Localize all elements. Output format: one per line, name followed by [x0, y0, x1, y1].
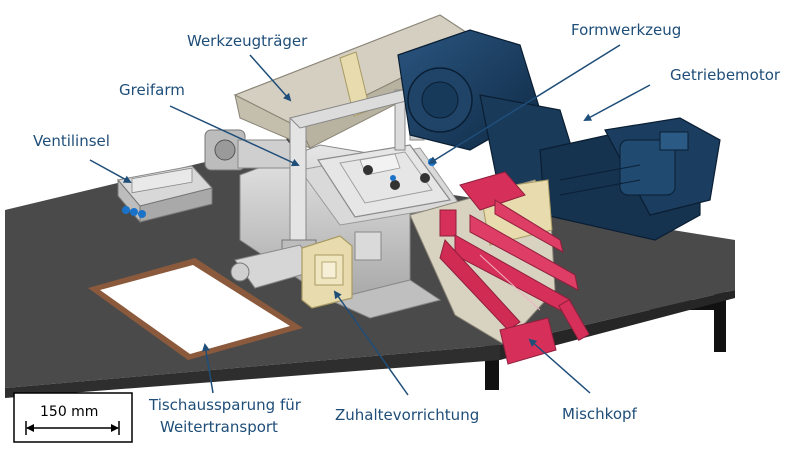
label-tischaussparung-line2: Weitertransport	[160, 418, 278, 436]
clamp-device	[301, 231, 382, 309]
leader-lines	[89, 44, 651, 396]
labels: Werkzeugträger Formwerkzeug Greifarm Get…	[33, 21, 781, 436]
label-zuhaltevorrichtung: Zuhaltevorrichtung	[335, 406, 479, 424]
mold-plate	[316, 144, 452, 218]
table-cutout	[88, 258, 303, 360]
label-tischaussparung-line1: Tischaussparung für	[148, 396, 302, 414]
leader-mischkopf	[528, 338, 591, 394]
label-formwerkzeug: Formwerkzeug	[571, 21, 681, 39]
table-top-edge-right	[500, 290, 735, 360]
mixing-head	[409, 171, 590, 365]
geared-motor	[397, 29, 721, 241]
label-werkzeugtraeger: Werkzeugträger	[187, 32, 308, 50]
leader-tischaussparung	[202, 343, 214, 394]
label-mischkopf: Mischkopf	[562, 405, 638, 423]
leader-formwerkzeug	[428, 44, 621, 165]
table-top-edge	[5, 345, 500, 398]
leader-getriebemotor	[583, 84, 651, 121]
gripper-arm	[230, 87, 419, 289]
valve-island	[117, 165, 213, 224]
label-getriebemotor: Getriebemotor	[670, 66, 781, 84]
scale-bar: 150 mm	[13, 392, 133, 443]
scale-bar-text: 150 mm	[40, 404, 98, 420]
cutout-hole	[100, 265, 290, 354]
label-greifarm: Greifarm	[119, 81, 185, 99]
leader-zuhaltevorrichtung	[333, 290, 409, 396]
leader-ventilinsel	[89, 159, 132, 183]
scale-bar-frame	[13, 392, 133, 443]
leader-greifarm	[169, 105, 300, 167]
label-ventilinsel: Ventilinsel	[33, 132, 110, 150]
leader-werkzeugtraeger	[249, 54, 292, 102]
